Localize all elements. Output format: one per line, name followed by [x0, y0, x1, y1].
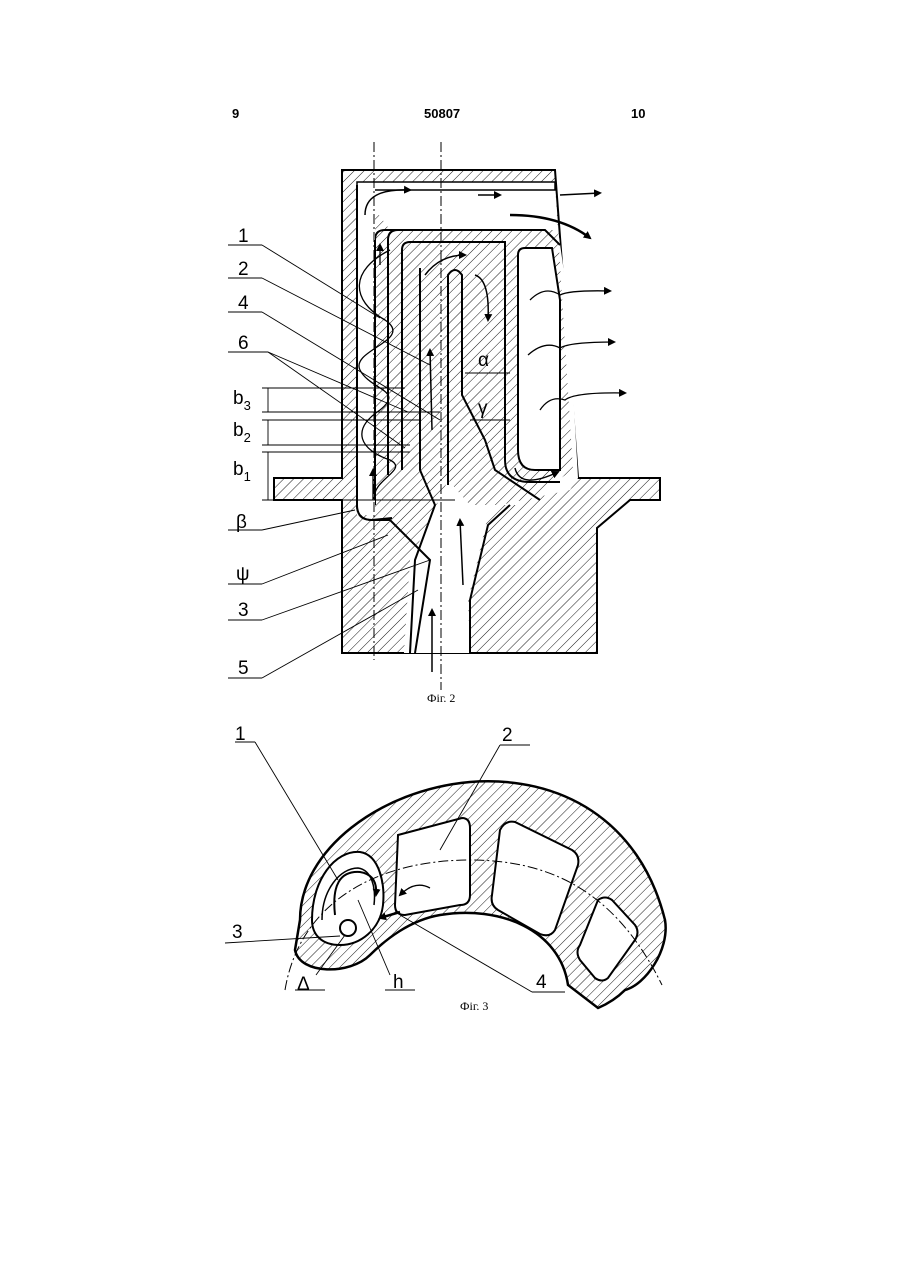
fig2-label-5: 5 — [238, 658, 249, 679]
fig3-label-h: h — [393, 972, 404, 993]
fig2-drawing — [228, 142, 660, 690]
fig2-angle-alpha: α — [478, 350, 489, 371]
fig3-label-2: 2 — [502, 725, 513, 746]
fig2-label-3: 3 — [238, 600, 249, 621]
cavity-2 — [395, 818, 470, 915]
fig2-caption: Фіг. 2 — [427, 691, 455, 705]
fig2-label-4: 4 — [238, 293, 249, 314]
fig2-label-b1: b1 — [233, 459, 251, 484]
fig3-label-delta: Δ — [297, 974, 310, 995]
fig2-label-beta: β — [236, 512, 247, 533]
fig2-label-psi: ψ — [236, 564, 250, 585]
fig3-drawing — [225, 742, 666, 1008]
fig3-label-1: 1 — [235, 724, 246, 745]
fig2-label-b3: b3 — [233, 388, 251, 413]
fig2-label-2: 2 — [238, 259, 249, 280]
fig2-label-6: 6 — [238, 333, 249, 354]
fig3-label-3: 3 — [232, 922, 243, 943]
fig3-caption: Фіг. 3 — [460, 999, 488, 1013]
fig2-angle-gamma: γ — [478, 398, 488, 419]
fig3-label-4: 4 — [536, 972, 547, 993]
fig2-label-1: 1 — [238, 226, 249, 247]
leading-edge-channel — [357, 182, 555, 190]
fig2-label-b2: b2 — [233, 420, 251, 445]
